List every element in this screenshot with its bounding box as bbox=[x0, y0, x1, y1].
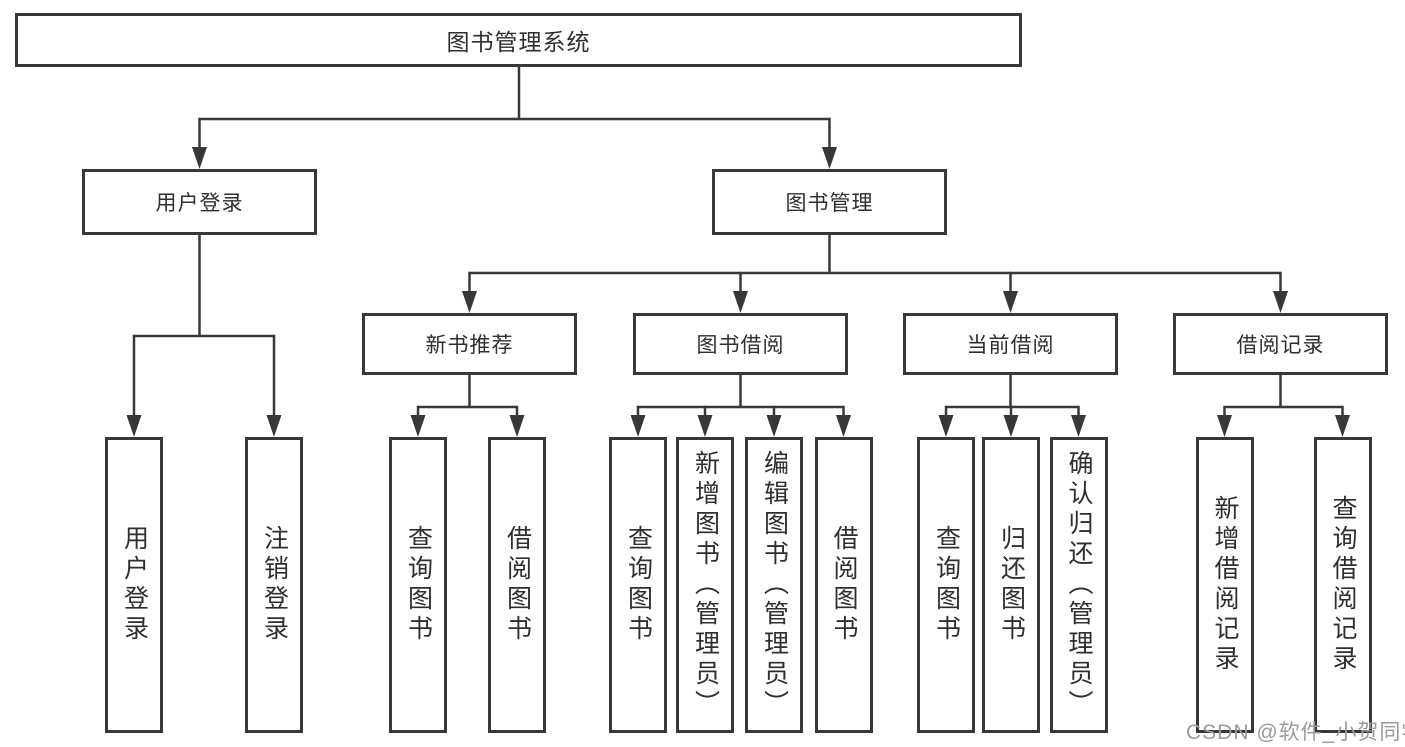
leaf-add-book-admin: 新增图书（管理员） bbox=[676, 437, 734, 733]
leaf-query-books-recommend: 查询图书 bbox=[389, 437, 447, 733]
leaf-return-books: 归还图书 bbox=[982, 437, 1040, 733]
arrowheads bbox=[126, 147, 1350, 437]
leaf-edit-book-admin: 编辑图书（管理员） bbox=[745, 437, 803, 733]
node-current-borrow: 当前借阅 bbox=[903, 313, 1118, 375]
leaf-confirm-return-admin: 确认归还（管理员） bbox=[1049, 437, 1108, 733]
leaf-query-books-current: 查询图书 bbox=[917, 437, 975, 733]
node-book-borrow: 图书借阅 bbox=[633, 313, 848, 375]
node-new-book-recommend: 新书推荐 bbox=[362, 313, 577, 375]
node-user-login: 用户登录 bbox=[82, 169, 317, 235]
leaf-query-borrow-record: 查询借阅记录 bbox=[1313, 437, 1372, 733]
leaf-borrow-books: 借阅图书 bbox=[814, 437, 873, 733]
leaf-user-login: 用户登录 bbox=[105, 437, 163, 733]
leaf-query-books-borrow: 查询图书 bbox=[609, 437, 667, 733]
node-borrow-records: 借阅记录 bbox=[1173, 313, 1388, 375]
leaf-add-borrow-record: 新增借阅记录 bbox=[1195, 437, 1254, 733]
leaf-logout: 注销登录 bbox=[245, 437, 303, 733]
leaf-borrow-books-recommend: 借阅图书 bbox=[488, 437, 546, 733]
node-book-management: 图书管理 bbox=[712, 169, 947, 235]
node-root: 图书管理系统 bbox=[15, 13, 1022, 67]
csdn-watermark: CSDN @软件_小贺同学 bbox=[1186, 721, 1405, 744]
